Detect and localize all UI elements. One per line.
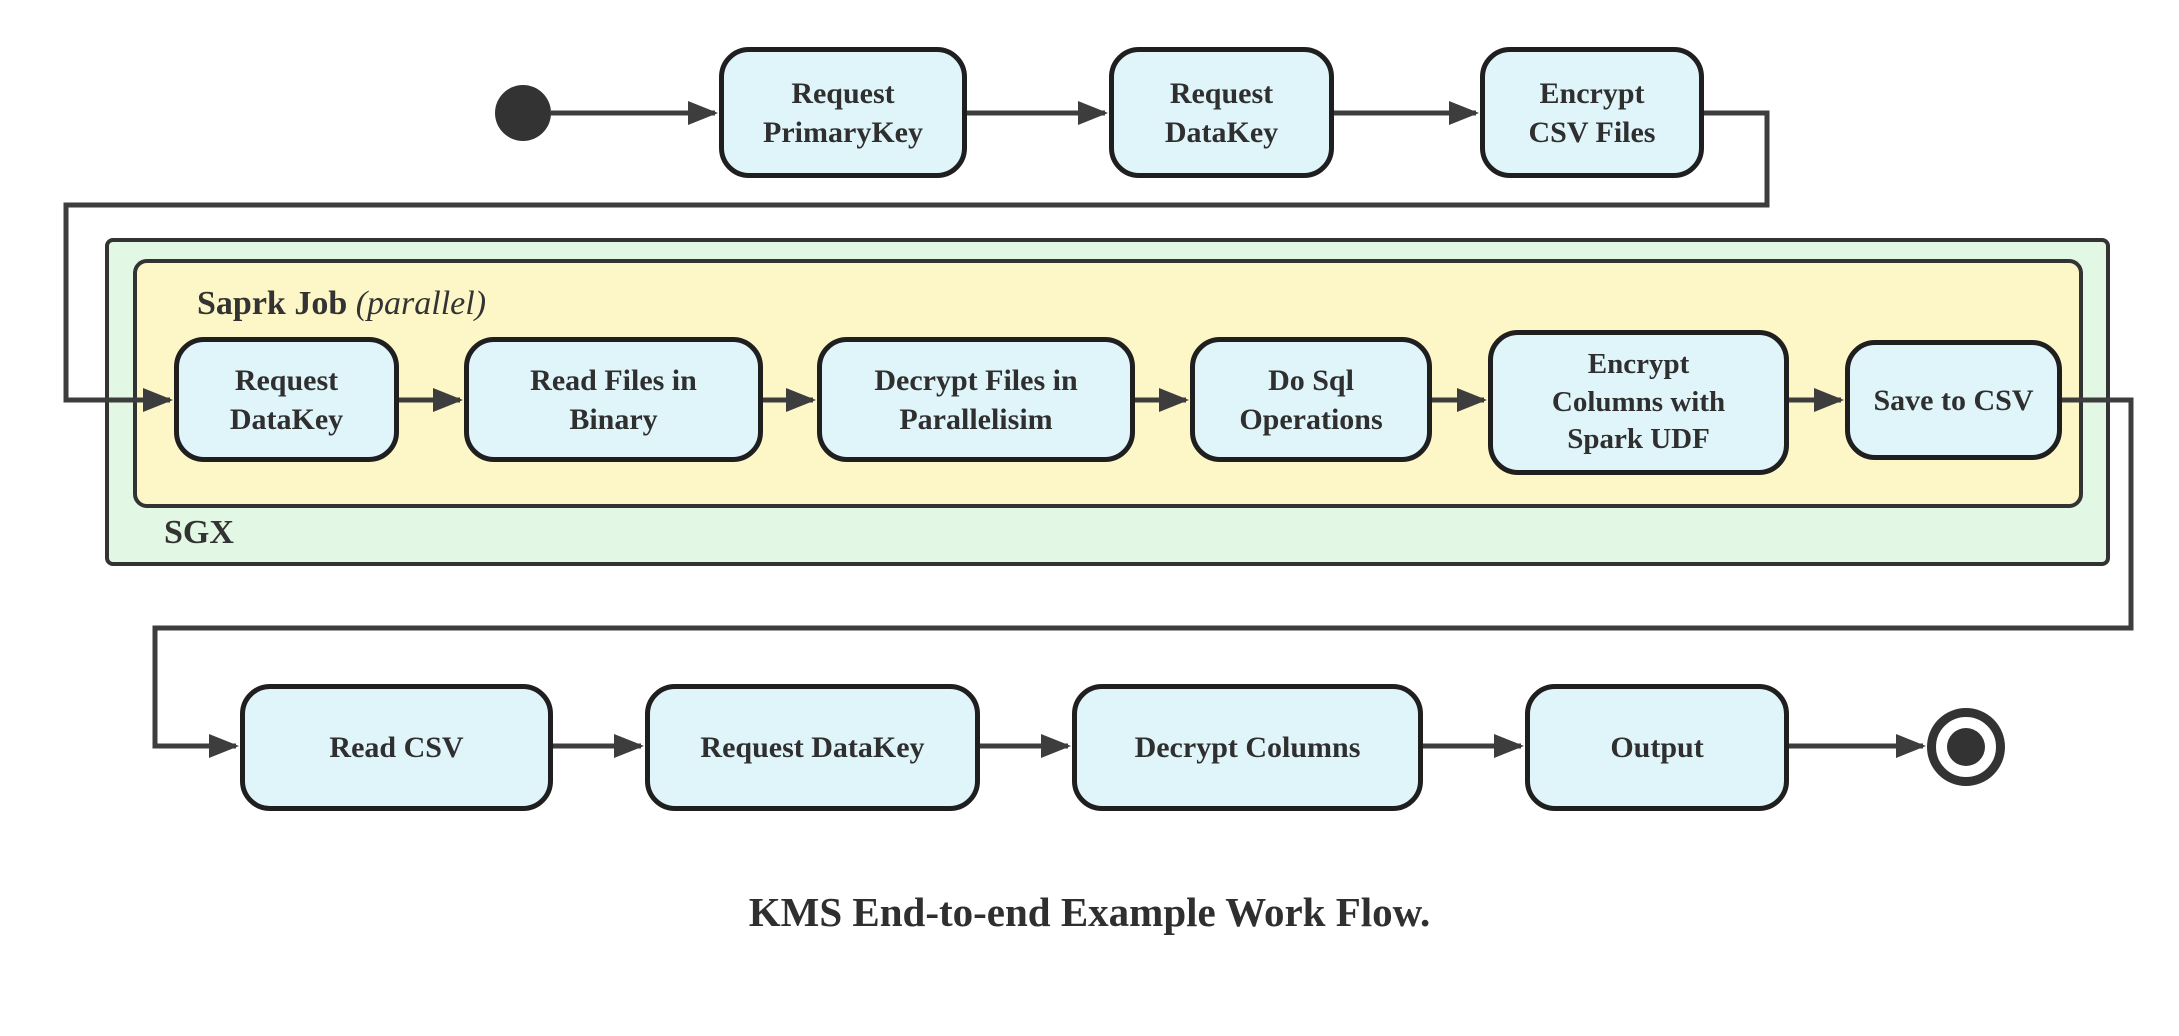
- node-read-csv: Read CSV: [240, 684, 553, 811]
- node-request-datakey-top: Request DataKey: [1109, 47, 1334, 178]
- spark-job-label: Saprk Job (parallel): [197, 285, 486, 323]
- node-read-files-in-binary: Read Files in Binary: [464, 337, 763, 462]
- sgx-label: SGX: [164, 514, 234, 551]
- diagram-caption: KMS End-to-end Example Work Flow.: [748, 889, 1431, 935]
- spark-job-qualifier: (parallel): [355, 285, 487, 322]
- spark-job-title: Saprk Job: [197, 285, 348, 322]
- node-encrypt-columns-spark-udf: Encrypt Columns with Spark UDF: [1488, 330, 1789, 475]
- start-node: [495, 85, 551, 141]
- node-decrypt-files-in-parallelism: Decrypt Files in Parallelisim: [817, 337, 1135, 462]
- node-sgx-request-datakey: Request DataKey: [174, 337, 399, 462]
- node-save-to-csv: Save to CSV: [1845, 340, 2062, 460]
- end-node: [1927, 708, 2005, 786]
- node-request-datakey-bottom: Request DataKey: [645, 684, 980, 811]
- node-encrypt-csv-files: Encrypt CSV Files: [1480, 47, 1704, 178]
- end-node-dot: [1947, 728, 1985, 766]
- node-decrypt-columns: Decrypt Columns: [1072, 684, 1423, 811]
- node-output: Output: [1525, 684, 1789, 811]
- node-do-sql-operations: Do Sql Operations: [1190, 337, 1432, 462]
- node-request-primarykey: Request PrimaryKey: [719, 47, 967, 178]
